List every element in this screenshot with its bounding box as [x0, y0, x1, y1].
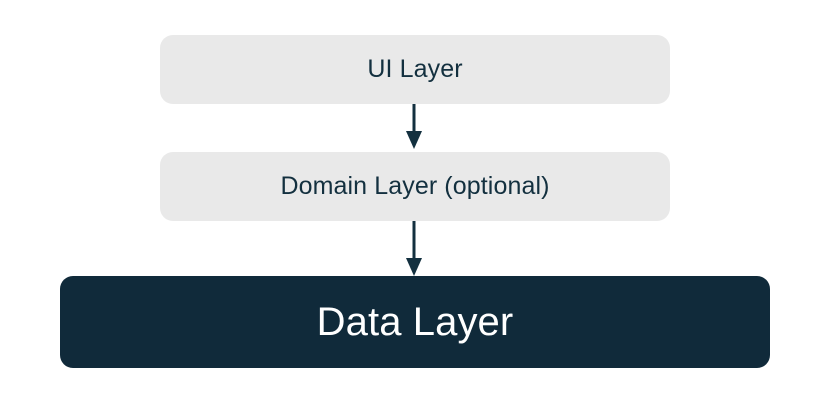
node-data-layer[interactable]: Data Layer: [60, 276, 770, 368]
node-ui-layer-label: UI Layer: [367, 55, 463, 83]
node-data-layer-label: Data Layer: [316, 299, 514, 344]
connector-domain-to-data-arrowhead: [406, 258, 422, 276]
node-domain-layer[interactable]: Domain Layer (optional): [160, 152, 670, 221]
node-ui-layer[interactable]: UI Layer: [160, 35, 670, 104]
connector-ui-to-domain-arrowhead: [406, 131, 422, 149]
node-domain-layer-label: Domain Layer (optional): [280, 172, 550, 200]
